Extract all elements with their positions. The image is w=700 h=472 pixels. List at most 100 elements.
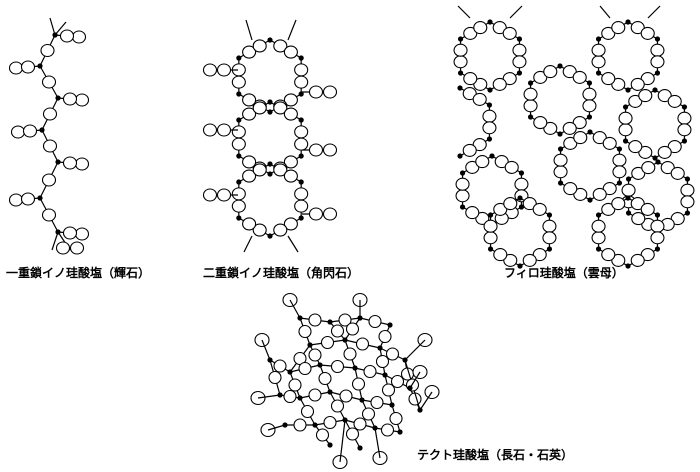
- silicon-atom: [625, 263, 631, 269]
- bond-line: [243, 235, 253, 253]
- oxygen-atom: [330, 359, 345, 374]
- silicon-atom: [487, 246, 494, 252]
- oxygen-atom: [504, 160, 519, 174]
- oxygen-atom: [216, 188, 232, 202]
- oxygen-atom: [298, 361, 312, 376]
- oxygen-atom: [650, 55, 665, 69]
- oxygen-atom: [628, 140, 643, 154]
- phyllosilicate-sheet-diagram: [453, 5, 695, 269]
- silicon-atom: [267, 99, 273, 105]
- silicon-atom: [457, 85, 463, 91]
- oxygen-atom: [640, 202, 655, 216]
- oxygen-atom: [322, 85, 338, 99]
- silicon-atom: [586, 80, 593, 86]
- tectosilicate-framework-diagram: [250, 292, 440, 470]
- oxygen-atom: [618, 123, 633, 137]
- silicon-atom: [459, 170, 466, 176]
- silicon-atom: [616, 180, 623, 186]
- oxygen-atom: [242, 45, 257, 59]
- oxygen-atom: [512, 43, 527, 57]
- oxygen-atom: [74, 227, 90, 241]
- oxygen-atom: [202, 63, 218, 77]
- oxygen-atom: [41, 208, 57, 222]
- oxygen-atom: [670, 212, 685, 226]
- oxygen-atom: [231, 125, 246, 139]
- silicon-atom: [298, 91, 304, 97]
- oxygen-atom: [573, 131, 588, 145]
- silicon-atom: [654, 70, 661, 76]
- oxygen-atom: [69, 241, 85, 255]
- bond-line: [509, 5, 523, 19]
- oxygen-atom: [242, 107, 257, 121]
- oxygen-atom: [563, 182, 578, 196]
- silicon-atom: [681, 104, 688, 110]
- silicon-atom: [342, 337, 348, 343]
- bond-line: [54, 21, 67, 36]
- oxygen-atom: [657, 89, 672, 103]
- caption-tectosilicate: テクト珪酸塩（長石・石英）: [417, 448, 574, 462]
- silicon-atom: [616, 146, 623, 152]
- silicon-atom: [546, 246, 553, 252]
- silicon-atom: [654, 246, 661, 252]
- silicon-atom: [546, 212, 553, 218]
- bond-line: [599, 5, 611, 19]
- oxygen-atom: [628, 94, 643, 108]
- oxygen-atom: [20, 60, 36, 74]
- oxygen-atom: [293, 418, 307, 432]
- silicon-atom: [625, 176, 632, 182]
- oxygen-atom: [62, 156, 78, 170]
- silicon-atom: [298, 215, 304, 221]
- oxygen-atom: [273, 359, 287, 373]
- silicon-atom: [317, 362, 323, 368]
- oxygen-atom: [462, 87, 477, 101]
- oxygen-atom: [300, 404, 315, 419]
- oxygen-atom: [483, 219, 498, 233]
- silicon-atom: [267, 171, 273, 177]
- oxygen-atom: [522, 253, 537, 267]
- oxygen-atom: [602, 182, 617, 196]
- oxygen-atom: [455, 177, 470, 191]
- oxygen-atom: [463, 72, 478, 86]
- oxygen-atom: [283, 169, 298, 183]
- oxygen-atom: [630, 21, 645, 35]
- oxygen-atom: [591, 219, 606, 233]
- oxygen-atom: [462, 143, 477, 157]
- silicon-atom: [357, 445, 363, 451]
- oxygen-atom: [74, 157, 90, 171]
- oxygen-atom: [294, 75, 309, 89]
- oxygen-atom: [294, 63, 309, 77]
- silicon-atom: [622, 104, 629, 110]
- silicon-atom: [236, 117, 242, 123]
- oxygen-atom: [20, 192, 36, 206]
- oxygen-atom: [355, 337, 370, 351]
- silicon-atom: [557, 146, 564, 152]
- silicon-atom: [681, 138, 688, 144]
- silicon-atom: [557, 131, 563, 137]
- oxygen-atom: [42, 139, 58, 153]
- oxygen-atom: [650, 43, 665, 57]
- oxygen-atom: [611, 21, 626, 35]
- oxygen-atom: [8, 61, 24, 75]
- silicon-atom: [236, 91, 242, 97]
- oxygen-atom: [40, 43, 55, 58]
- silicon-atom: [267, 109, 273, 115]
- bond-line: [49, 17, 56, 36]
- oxygen-atom: [320, 335, 335, 350]
- silicon-atom: [518, 170, 525, 176]
- oxygen-atom: [523, 87, 538, 101]
- oxygen-atom: [71, 30, 87, 44]
- bond-line: [404, 339, 426, 361]
- silicon-atom: [517, 195, 523, 201]
- oxygen-atom: [502, 26, 517, 40]
- oxygen-atom: [242, 93, 257, 107]
- oxygen-atom: [657, 145, 672, 159]
- silicon-atom: [595, 70, 602, 76]
- silicon-atom: [487, 87, 493, 93]
- oxygen-atom: [631, 212, 646, 226]
- oxygen-atom: [465, 206, 480, 220]
- oxygen-atom: [242, 217, 257, 231]
- silicon-atom: [327, 389, 333, 395]
- silicon-atom: [487, 212, 494, 218]
- oxygen-atom: [318, 371, 332, 386]
